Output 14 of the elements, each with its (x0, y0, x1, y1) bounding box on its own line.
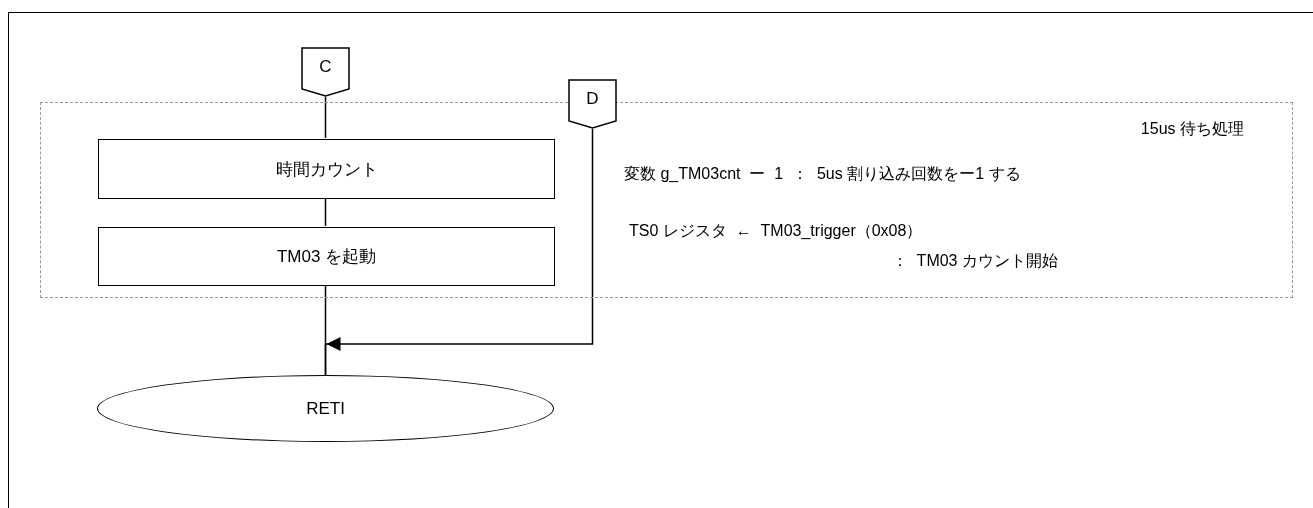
group-title: 15us 待ち処理 (1140, 119, 1244, 139)
offpage-connector (568, 79, 617, 129)
group-frame (40, 102, 1293, 298)
note-text: TS0 レジスタ ← TM03_trigger（0x08） (629, 221, 923, 241)
offpage-connector (301, 47, 350, 97)
process-box (98, 227, 555, 286)
note-text: ： TM03 カウント開始 (892, 251, 1058, 271)
process-label: 時間カウント (275, 158, 378, 181)
process-box (98, 139, 555, 199)
process-label: TM03 を起動 (276, 246, 377, 268)
terminal-label: RETI (306, 398, 345, 419)
connector-label: C (319, 57, 332, 77)
note-text: 変数 g_TM03cnt ー 1 ： 5us 割り込み回数をー1 する (624, 164, 1021, 184)
connector-label: D (586, 89, 599, 109)
